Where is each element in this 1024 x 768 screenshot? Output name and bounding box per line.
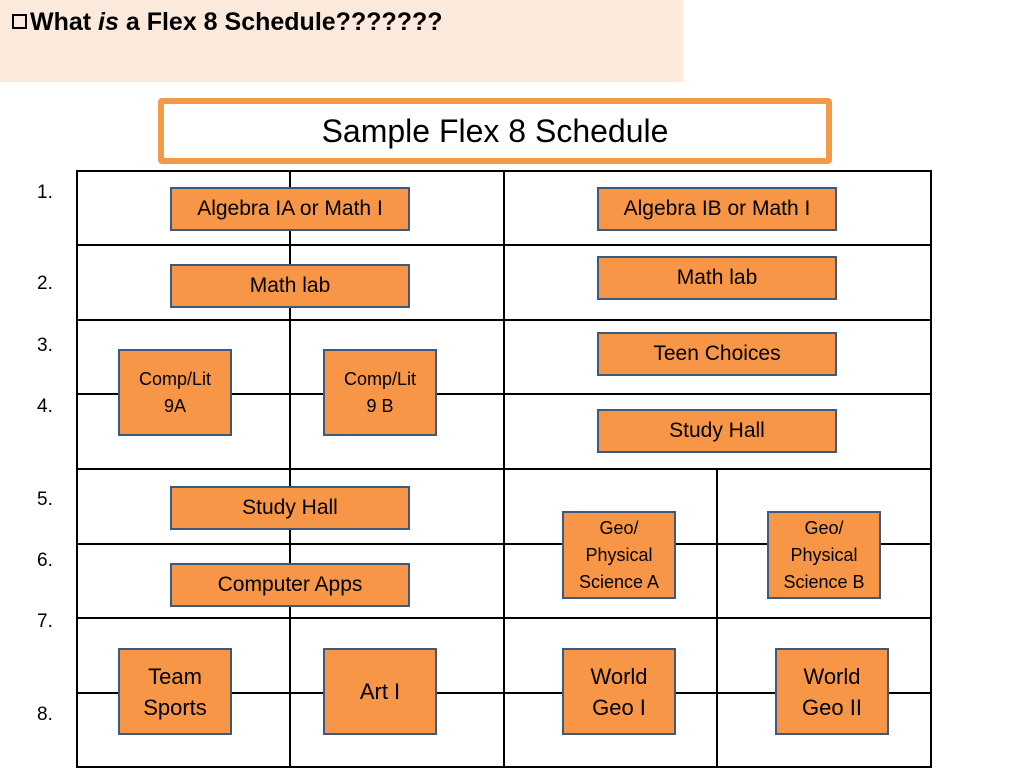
row-number: 6. [37,550,53,571]
title-text-italic: is [98,8,119,36]
row-number: 1. [37,182,53,203]
row-number: 8. [37,704,53,725]
grid-line [930,170,932,768]
header-band [0,0,683,82]
checkbox-bullet-icon [12,14,27,29]
schedule-title-box: Sample Flex 8 Schedule [158,98,832,164]
course-math-lab-b: Math lab [597,256,837,300]
course-math-lab-a: Math lab [170,264,410,308]
row-number: 4. [37,396,53,417]
schedule-title: Sample Flex 8 Schedule [321,112,669,149]
grid-line [503,170,505,768]
course-algebra-ia: Algebra IA or Math I [170,187,410,231]
course-geo-physical-science-a: Geo/ Physical Science A [562,511,676,599]
course-geo-physical-science-b: Geo/ Physical Science B [767,511,881,599]
course-comp-lit-9a: Comp/Lit 9A [118,349,232,436]
course-teen-choices: Teen Choices [597,332,837,376]
course-study-hall-b: Study Hall [597,409,837,453]
course-art-i: Art I [323,648,437,735]
course-world-geo-ii: World Geo II [775,648,889,735]
title-text-after: a Flex 8 Schedule??????? [118,8,443,36]
row-number: 3. [37,335,53,356]
row-number: 2. [37,273,53,294]
course-comp-lit-9b: Comp/Lit 9 B [323,349,437,436]
row-number: 7. [37,611,53,632]
course-world-geo-i: World Geo I [562,648,676,735]
course-study-hall-a: Study Hall [170,486,410,530]
course-computer-apps: Computer Apps [170,563,410,607]
title-text-before: What [30,8,99,36]
course-algebra-ib: Algebra IB or Math I [597,187,837,231]
grid-line [289,170,291,768]
grid-line [716,468,718,768]
slide-title: What is a Flex 8 Schedule??????? [12,8,443,37]
row-number: 5. [37,489,53,510]
grid-line [76,170,78,768]
course-team-sports: Team Sports [118,648,232,735]
